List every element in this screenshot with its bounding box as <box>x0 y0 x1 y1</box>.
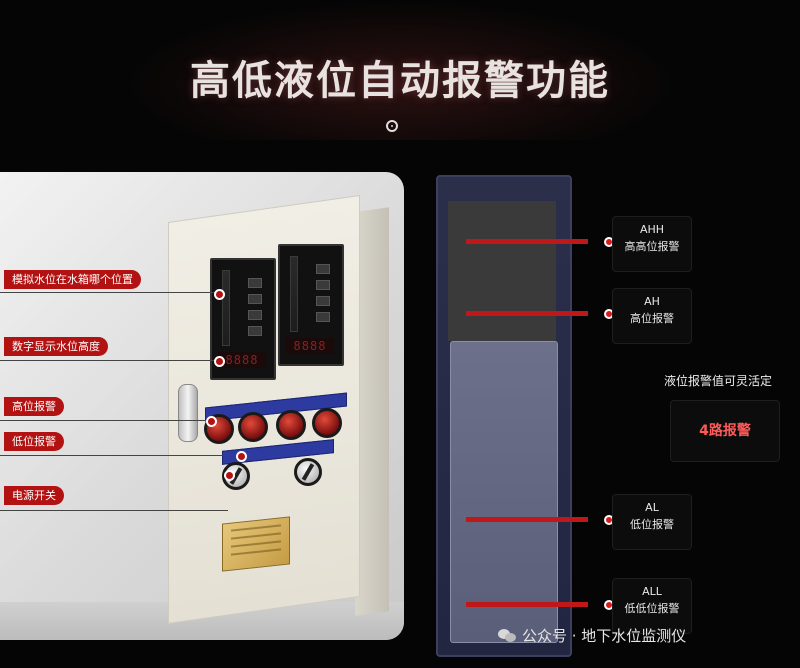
callout-dot <box>214 356 225 367</box>
alarm-lamp <box>238 412 268 442</box>
callout-dot <box>206 416 217 427</box>
alarm-channels-badge: 4路报警 <box>670 400 780 462</box>
callout-line <box>0 510 228 511</box>
alarm-lamp <box>276 410 306 440</box>
level-name: 高高位报警 <box>624 240 680 253</box>
callout-dot <box>224 470 235 481</box>
meter-buttons <box>248 278 262 342</box>
cabinet-side <box>355 207 389 616</box>
power-switch-knob <box>294 458 322 486</box>
callout-low-alarm: 低位报警 <box>4 432 64 451</box>
tank-diagram <box>436 175 572 657</box>
digital-display: 8888 <box>286 338 334 354</box>
level-bar-graph <box>290 256 298 332</box>
meter-buttons <box>316 264 330 328</box>
wechat-icon <box>498 629 516 643</box>
level-line-all <box>466 602 588 607</box>
tank-empty-space <box>448 201 556 341</box>
callout-dot <box>236 451 247 462</box>
level-meter-right: 8888 <box>278 244 344 366</box>
level-line-ah <box>466 311 588 316</box>
callout-line <box>0 292 218 293</box>
callout-line <box>0 420 210 421</box>
callout-dot <box>214 289 225 300</box>
title-glow <box>120 0 680 140</box>
watermark: 公众号 · 地下水位监测仪 <box>498 624 686 648</box>
level-name: 低低位报警 <box>624 602 680 615</box>
alarm-lamp <box>312 408 342 438</box>
callout-power-switch: 电源开关 <box>4 486 64 505</box>
level-code: ALL <box>642 585 662 598</box>
digital-display: 8888 <box>218 352 266 368</box>
tank-water <box>450 341 558 643</box>
level-code: AHH <box>639 223 665 236</box>
callout-line <box>0 360 218 361</box>
level-card-ah: AH 高位报警 <box>612 288 692 344</box>
callout-line <box>0 455 240 456</box>
watermark-text: 公众号 · 地下水位监测仪 <box>522 627 687 645</box>
level-card-al: AL 低位报警 <box>612 494 692 550</box>
callout-digital-display: 数字显示水位高度 <box>4 337 108 356</box>
door-handle <box>178 384 198 442</box>
level-card-all: ALL 低低位报警 <box>612 578 692 634</box>
callout-high-alarm: 高位报警 <box>4 397 64 416</box>
cabinet-photo: 8888 8888 <box>0 172 404 640</box>
page-title: 高低液位自动报警功能 <box>190 58 610 104</box>
level-name: 低位报警 <box>630 518 674 531</box>
target-dot-icon <box>386 120 398 132</box>
level-name: 高位报警 <box>630 312 674 325</box>
nameplate <box>222 516 290 572</box>
alarm-value-note: 液位报警值可灵活定 <box>664 374 773 388</box>
level-code: AH <box>644 295 660 308</box>
level-bar-graph <box>222 270 230 346</box>
level-line-al <box>466 517 588 522</box>
level-line-ahh <box>466 239 588 244</box>
level-code: AL <box>645 501 659 514</box>
level-card-ahh: AHH 高高位报警 <box>612 216 692 272</box>
callout-tank-position: 模拟水位在水箱哪个位置 <box>4 270 141 289</box>
